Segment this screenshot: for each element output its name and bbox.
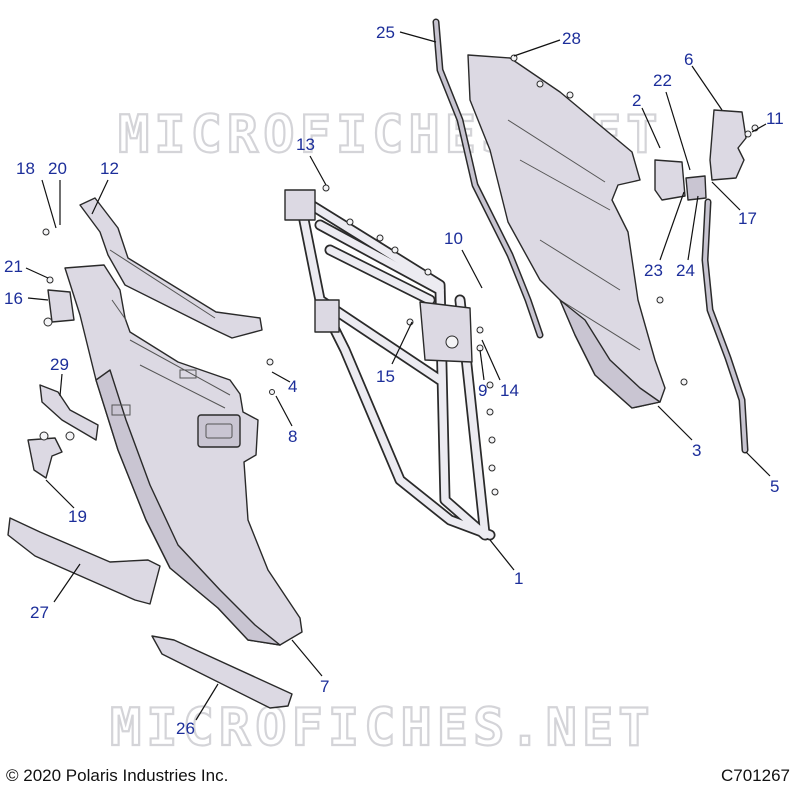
callout-6: 6 (684, 50, 693, 69)
part-latch-cover (709, 109, 747, 181)
callout-29: 29 (50, 355, 69, 374)
callout-7: 7 (320, 677, 329, 696)
drawing-code: C701267 (720, 766, 790, 785)
watermark-bottom: MICROFICHES.NET (110, 698, 655, 758)
door-handle-recess (197, 414, 241, 448)
callout-1: 1 (514, 569, 523, 588)
part-lower-bracket-19 (27, 437, 63, 479)
callout-25: 25 (376, 23, 395, 42)
copyright-text: © 2020 Polaris Industries Inc. (6, 766, 229, 785)
callout-22: 22 (653, 71, 672, 90)
callout-19: 19 (68, 507, 87, 526)
part-bottom-trim (151, 635, 293, 709)
part-upper-trim (79, 197, 263, 339)
part-door-panel (64, 264, 303, 646)
part-seal-5 (701, 198, 749, 454)
callout-2: 2 (632, 91, 641, 110)
part-door-frame (284, 189, 496, 541)
callout-16: 16 (4, 289, 23, 308)
callout-12: 12 (100, 159, 119, 178)
callout-28: 28 (562, 29, 581, 48)
callout-17: 17 (738, 209, 757, 228)
callout-26: 26 (176, 719, 195, 738)
callout-27: 27 (30, 603, 49, 622)
callout-4: 4 (288, 377, 297, 396)
callout-8: 8 (288, 427, 297, 446)
callout-13: 13 (296, 135, 315, 154)
callout-9: 9 (478, 381, 487, 400)
part-inner-panel (467, 54, 666, 409)
part-hinge-bracket-upper (47, 289, 75, 323)
callout-23: 23 (644, 261, 663, 280)
callout-18: 18 (16, 159, 35, 178)
callout-21: 21 (4, 257, 23, 276)
part-lower-trim (7, 517, 161, 605)
callout-14: 14 (500, 381, 519, 400)
callout-24: 24 (676, 261, 695, 280)
callout-labels: 25 28 6 2 22 11 13 18 20 12 17 10 23 24 … (4, 23, 784, 738)
callout-5: 5 (770, 477, 779, 496)
leader-lines (25, 31, 771, 721)
callout-10: 10 (444, 229, 463, 248)
callout-3: 3 (692, 441, 701, 460)
callout-20: 20 (48, 159, 67, 178)
callout-11: 11 (766, 109, 784, 128)
callout-15: 15 (376, 367, 395, 386)
part-striker (685, 175, 707, 201)
part-latch (654, 159, 686, 201)
